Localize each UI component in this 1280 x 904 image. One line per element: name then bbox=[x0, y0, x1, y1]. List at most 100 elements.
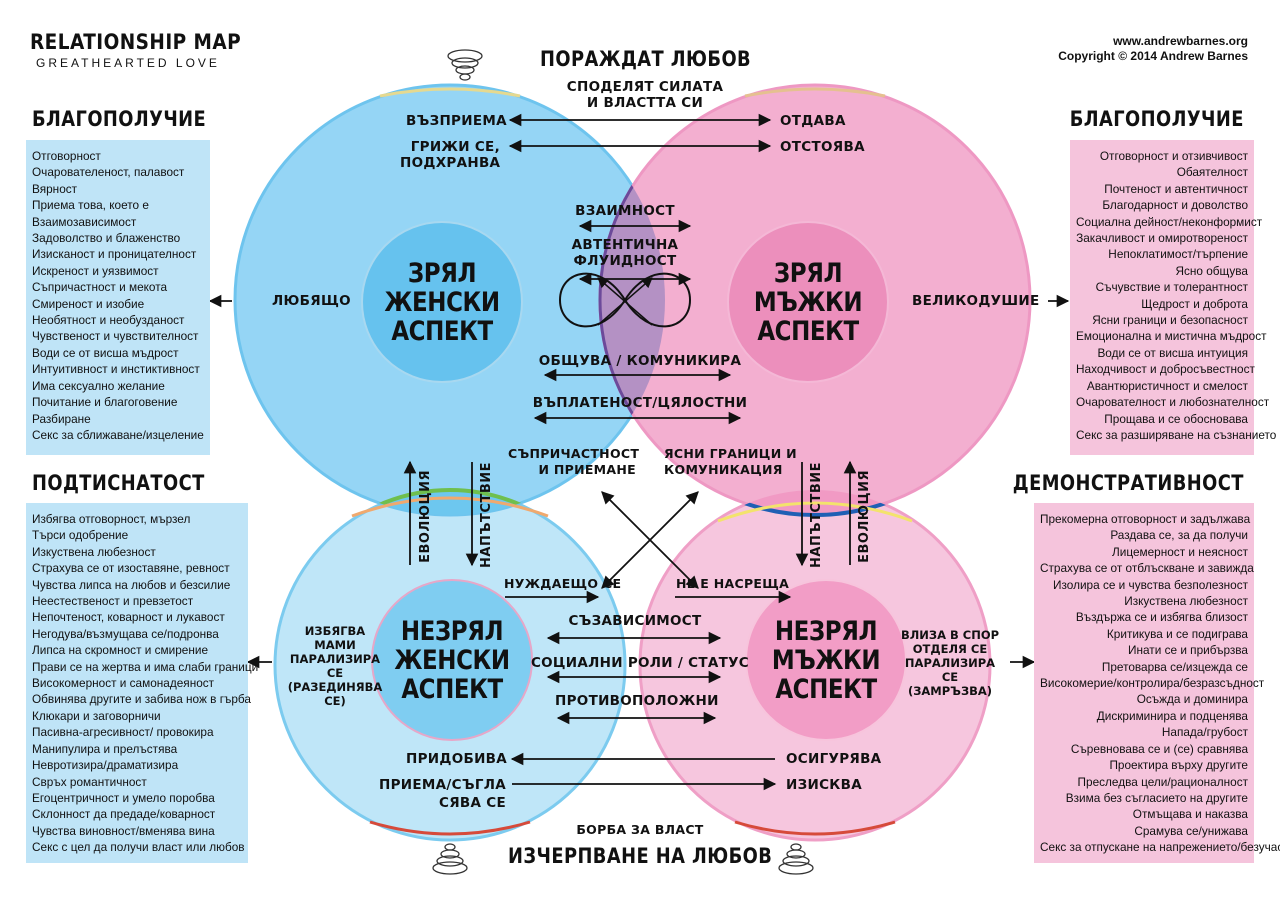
bottom-rim-arc-right bbox=[734, 820, 896, 836]
label-evolution-left: ЕВОЛЮЦИЯ bbox=[418, 470, 433, 563]
list-item: Търси одобрение bbox=[32, 528, 129, 543]
list-item: Необятност и необузданост bbox=[32, 313, 185, 328]
list-item: Задоволство и блаженство bbox=[32, 231, 181, 246]
list-item: Изкуствена любезност bbox=[1124, 594, 1248, 609]
site-url: www.andrewbarnes.org bbox=[1113, 34, 1248, 48]
list-item: Щедрост и доброта bbox=[1141, 296, 1248, 311]
top-subtitle-1: СПОДЕЛЯТ СИЛАТА bbox=[566, 79, 724, 95]
heading-top-left: БЛАГОПОЛУЧИЕ bbox=[32, 107, 207, 131]
list-item: Секс за отпускане на напрежението/безуча… bbox=[1040, 840, 1280, 855]
label-receives: ВЪЗПРИЕМА bbox=[406, 113, 507, 129]
list-item: Склонност да предаде/коварност bbox=[32, 807, 216, 822]
label-gives: ОТДАВА bbox=[780, 113, 846, 129]
label-cares-1: ГРИЖИ СЕ, bbox=[410, 139, 500, 155]
list-item: Социална дейност/неконформист bbox=[1076, 214, 1263, 229]
list-item: Води се от висша интуиция bbox=[1097, 345, 1248, 360]
list-item: Взаимозависимост bbox=[32, 214, 137, 229]
male-overlap bbox=[640, 490, 990, 517]
list-item: Инати се и прибързва bbox=[1128, 643, 1248, 658]
list-item: Егоцентричност и умело поробва bbox=[32, 790, 215, 805]
list-item: Чувственост и чувствителност bbox=[32, 329, 199, 344]
list-item: Съчувствие и толерантност bbox=[1095, 280, 1248, 295]
brand-subtitle-text: GREATHEARTED LOVE bbox=[36, 56, 220, 70]
list-item: Претоварва се/изцежда се bbox=[1101, 659, 1248, 674]
list-item: Ясно общува bbox=[1175, 263, 1248, 278]
list-item: Разбиране bbox=[32, 411, 91, 426]
heading-bottom-left: ПОДТИСНАТОСТ bbox=[32, 471, 205, 495]
list-item: Съпричастност и мекота bbox=[32, 280, 168, 295]
argues-line: СЕ bbox=[941, 670, 959, 684]
list-item: Води се от висша мъдрост bbox=[32, 345, 179, 360]
list-item: Високомерност и самонадеяност bbox=[32, 676, 215, 691]
list-item: Очарователност и любознателност bbox=[1076, 395, 1270, 410]
label-embodiment: ВЪПЛАТЕНОСТ/ЦЯЛОСТНИ bbox=[532, 395, 748, 411]
top-rim-arc-right bbox=[744, 87, 886, 98]
spiral-icon-bottom bbox=[432, 843, 468, 875]
label-cares-2: ПОДХРАНВА bbox=[400, 155, 501, 171]
site-info: www.andrewbarnes.org Copyright © 2014 An… bbox=[1058, 34, 1248, 64]
infinity-arrow bbox=[597, 277, 653, 326]
list-item: Отговорност и отзивчивост bbox=[1099, 149, 1248, 163]
list-item: Непоклатимост/търпение bbox=[1108, 247, 1248, 262]
list-item: Вярност bbox=[32, 181, 78, 196]
list-item: Проектира върху другите bbox=[1109, 758, 1248, 773]
list-item: Осъжда и доминира bbox=[1136, 692, 1248, 707]
label-opposites: ПРОТИВОПОЛОЖНИ bbox=[555, 693, 719, 709]
label-provides: ОСИГУРЯВА bbox=[786, 751, 882, 767]
top-title: ПОРАЖДАТ ЛЮБОВ bbox=[540, 47, 752, 71]
female-overlap bbox=[273, 488, 627, 515]
label-not-meeting: НЕ Е НАСРЕЩА bbox=[676, 576, 790, 591]
label-guidance-right: НАПЪТСТВИЕ bbox=[809, 462, 824, 568]
list-item: Секс с цел да получи власт или любов bbox=[32, 840, 245, 855]
female-lower-arc bbox=[351, 496, 549, 518]
argues-line: ПАРАЛИЗИРА bbox=[904, 656, 996, 670]
avoids-block: ИЗБЯГВА МАМИ ПАРАЛИЗИРА СЕ (РАЗЕДИНЯВА С… bbox=[280, 624, 390, 708]
list-item: Прави се на жертва и има слаби граници bbox=[32, 659, 259, 674]
list-item: Находчивост и добросъвестност bbox=[1076, 362, 1255, 377]
list-item: Закачливост и омиротвореност bbox=[1076, 231, 1248, 246]
list-item: Благодарност и доволство bbox=[1102, 198, 1248, 213]
list-item: Манипулира и прелъстява bbox=[32, 741, 178, 756]
label-authentic-2: ФЛУИДНОСТ bbox=[573, 253, 677, 269]
infinity-loop bbox=[558, 272, 692, 328]
list-item: Невротизира/драматизира bbox=[32, 758, 179, 773]
mature-male-core bbox=[727, 221, 889, 383]
list-item: Прекомерна отговорност и задължава bbox=[1040, 512, 1251, 526]
list-item: Почитание и благоговение bbox=[32, 395, 178, 410]
list-item: Раздава се, за да получи bbox=[1110, 528, 1248, 543]
list-item: Неестественост и превзетост bbox=[32, 594, 194, 609]
list-item: Критикува и се подиграва bbox=[1106, 626, 1248, 641]
male-lower-arc bbox=[717, 501, 913, 523]
label-generosity: ВЕЛИКОДУШИЕ bbox=[912, 293, 1040, 309]
label-demands: ИЗИСКВА bbox=[786, 777, 862, 793]
list-item: Очарователеност, палавост bbox=[32, 165, 185, 180]
list-item: Отговорност bbox=[32, 149, 101, 163]
avoids-line: (РАЗЕДИНЯВА bbox=[287, 680, 383, 694]
mature-overlap bbox=[598, 85, 665, 515]
label-accepts-1: ПРИЕМА/СЪГЛА bbox=[379, 777, 506, 793]
avoids-line: МАМИ bbox=[314, 638, 356, 652]
list-item: Ясни граници и безопасност bbox=[1092, 313, 1248, 328]
list-item: Съревновава се и (се) сравнява bbox=[1070, 741, 1248, 756]
list-item: Смиреност и изобие bbox=[32, 296, 145, 311]
label-guidance-left: НАПЪТСТВИЕ bbox=[479, 462, 494, 568]
list-item: Чувства виновност/вменява вина bbox=[32, 823, 215, 838]
list-item: Интуитивност и инстиктивност bbox=[32, 362, 200, 377]
immature-male-core bbox=[745, 579, 907, 741]
list-item: Обаятелност bbox=[1176, 165, 1248, 180]
list-item: Нападa/грубост bbox=[1161, 725, 1248, 740]
label-needy: НУЖДАЕЩО СЕ bbox=[504, 576, 622, 591]
label-codependency: СЪЗАВИСИМОСТ bbox=[568, 613, 702, 629]
label-acquires: ПРИДОБИВА bbox=[406, 751, 508, 767]
list-item: Изкуствена любезност bbox=[32, 544, 156, 559]
list-item: Чувства липса на любов и безсилие bbox=[32, 577, 231, 592]
label-accepts-2: СЯВА СЕ bbox=[439, 795, 506, 811]
list-item: Пасивна-агресивност/ провокира bbox=[32, 725, 214, 740]
label-authentic-1: АВТЕНТИЧНА bbox=[571, 237, 679, 253]
list-item: Емоционална и мистична мъдрост bbox=[1076, 329, 1267, 344]
argues-line: (ЗАМРЪЗВА) bbox=[907, 684, 993, 698]
list-item: Искреност и уязвимост bbox=[32, 263, 159, 278]
